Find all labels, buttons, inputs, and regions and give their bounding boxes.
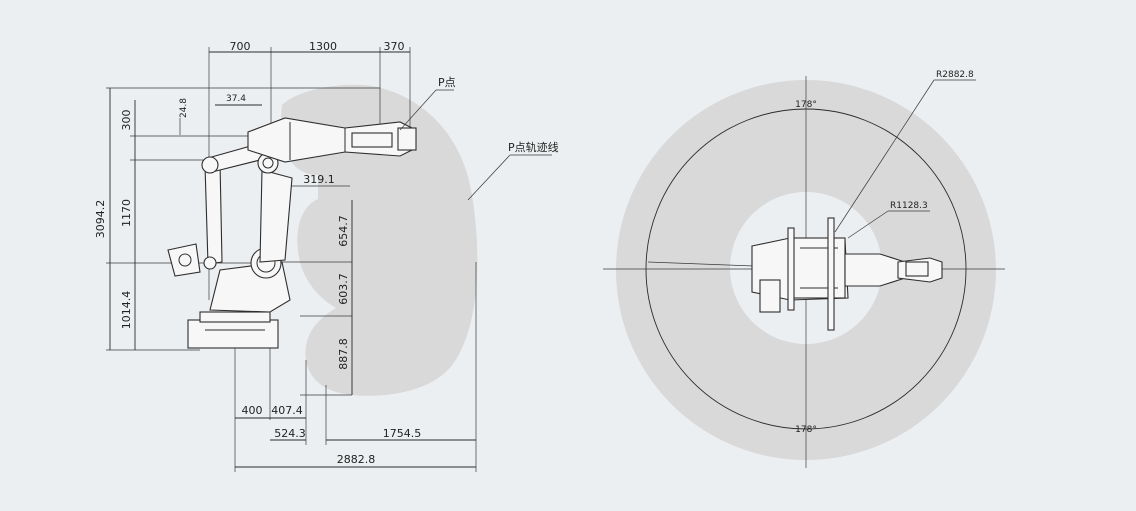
angle-top-label: 178° [795, 100, 817, 110]
dim-319-1: 319.1 [303, 173, 335, 186]
dim-1014-4: 1014.4 [120, 291, 133, 330]
p-point-label: P点 [438, 76, 456, 89]
dim-603-7: 603.7 [337, 273, 350, 305]
dim-524-3: 524.3 [274, 427, 306, 440]
robot-top-silhouette [751, 217, 943, 331]
dim-700: 700 [230, 40, 251, 53]
robot-side-silhouette [167, 117, 417, 349]
side-view: 700 1300 370 37.4 24.8 3094.2 300 1170 1… [94, 40, 559, 472]
dim-24-8: 24.8 [179, 98, 189, 118]
dim-1754-5: 1754.5 [383, 427, 422, 440]
radius-outer-label: R2882.8 [936, 70, 974, 80]
radius-inner-label: R1128.3 [890, 201, 928, 211]
dim-300: 300 [120, 110, 133, 131]
dim-2882-8: 2882.8 [337, 453, 376, 466]
dim-1300: 1300 [309, 40, 337, 53]
dim-887-8: 887.8 [337, 338, 350, 370]
side-workspace-zone [281, 84, 478, 396]
p-trajectory-label: P点轨迹线 [508, 140, 559, 154]
dim-407-4: 407.4 [271, 404, 303, 417]
dim-654-7: 654.7 [337, 215, 350, 247]
dim-37-4: 37.4 [226, 94, 246, 104]
angle-bottom-label: 178° [795, 425, 817, 435]
dim-370: 370 [384, 40, 405, 53]
dim-1170: 1170 [120, 199, 133, 227]
dim-400: 400 [242, 404, 263, 417]
dim-3094-2: 3094.2 [94, 200, 107, 239]
top-workspace-annulus [615, 80, 996, 460]
top-view: 178° 178° R2882.8 R1128.3 [603, 70, 1005, 468]
